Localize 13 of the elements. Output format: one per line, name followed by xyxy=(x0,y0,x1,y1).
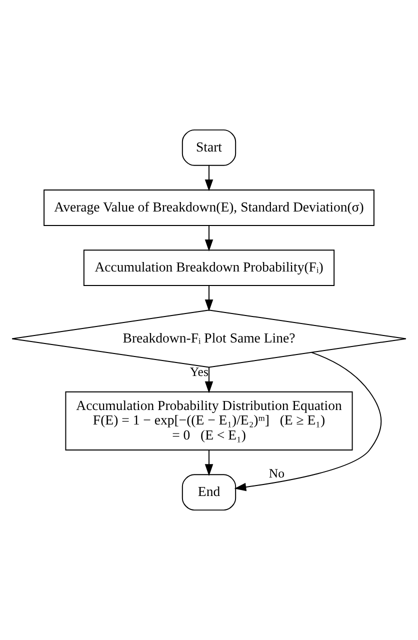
node-box: End xyxy=(182,474,236,511)
arrow xyxy=(204,285,214,312)
arrow xyxy=(204,450,214,476)
arrow xyxy=(204,164,214,192)
edge-label: No xyxy=(268,466,284,480)
arrow xyxy=(204,225,214,252)
node-box: Start xyxy=(182,129,236,166)
node-box: Accumulation Breakdown Probability(Fᵢ) xyxy=(83,250,335,286)
arrow xyxy=(234,352,382,492)
node-box: Accumulation Probability Distribution Equation F(E) = 1 − exp[−((E − E₁)/E₂)ᵐ] (E ≥ E₁) = 0 (E < E₁) xyxy=(65,391,353,450)
arrow xyxy=(204,366,214,394)
node-diamond: Breakdown-Fᵢ Plot Same Line? xyxy=(12,310,406,368)
node-box: Average Value of Breakdown(E), Standard Deviation(σ) xyxy=(44,190,374,226)
